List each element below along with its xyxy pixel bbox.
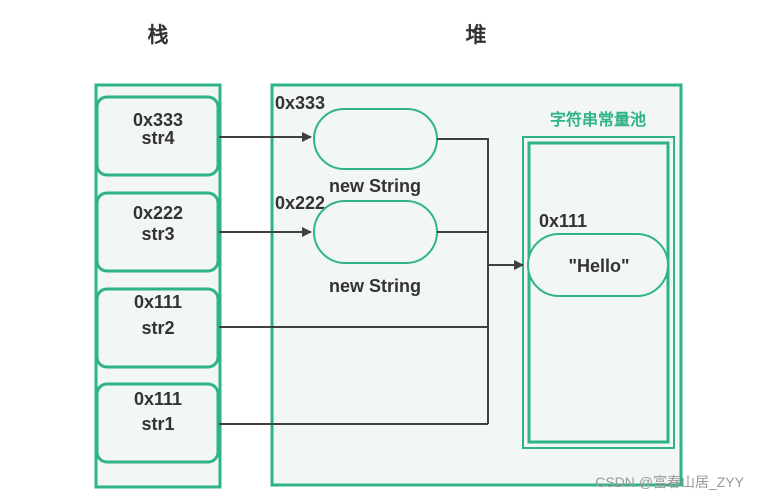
- stack-frame-str3: 0x222 str3: [95, 191, 220, 273]
- stack-frame-variable: str2: [141, 318, 174, 338]
- heap-title: 堆: [466, 23, 487, 47]
- stack-frame-address: 0x333: [133, 110, 183, 130]
- pool-entry-address: 0x111: [539, 211, 587, 231]
- heap-object-address: 0x333: [275, 93, 325, 113]
- stack-frame-address: 0x222: [133, 203, 183, 223]
- watermark: CSDN @富春山居_ZYY: [595, 474, 744, 490]
- heap-object-label: new String: [329, 276, 421, 296]
- stack-frame-str4: 0x333 str4: [95, 95, 220, 177]
- stack-frame-variable: str3: [141, 224, 174, 244]
- stack-frame-str1: 0x111 str1: [95, 382, 220, 464]
- stack-frame-box: [95, 382, 220, 464]
- stack-frame-str2: 0x111 str2: [95, 287, 220, 369]
- pool-entry-value: "Hello": [568, 256, 629, 276]
- stack-frame-box: [95, 95, 220, 177]
- heap-object-address: 0x222: [275, 193, 325, 213]
- stack-frame-box: [95, 191, 220, 273]
- heap-object-0x222: [313, 200, 438, 264]
- heap-object-0x333: [313, 108, 438, 170]
- stack-frame-address: 0x111: [134, 292, 182, 312]
- stack-frame-variable: str4: [141, 128, 174, 148]
- stack-frame-variable: str1: [141, 414, 174, 434]
- stack-title: 栈: [148, 23, 169, 47]
- stack-frame-box: [95, 287, 220, 369]
- pool-entry-hello: [527, 233, 669, 297]
- heap-object-label: new String: [329, 176, 421, 196]
- connector-object-0x333-to-pool: [437, 138, 489, 424]
- stack-frame-address: 0x111: [134, 389, 182, 409]
- string-pool-title: 字符串常量池: [550, 110, 646, 129]
